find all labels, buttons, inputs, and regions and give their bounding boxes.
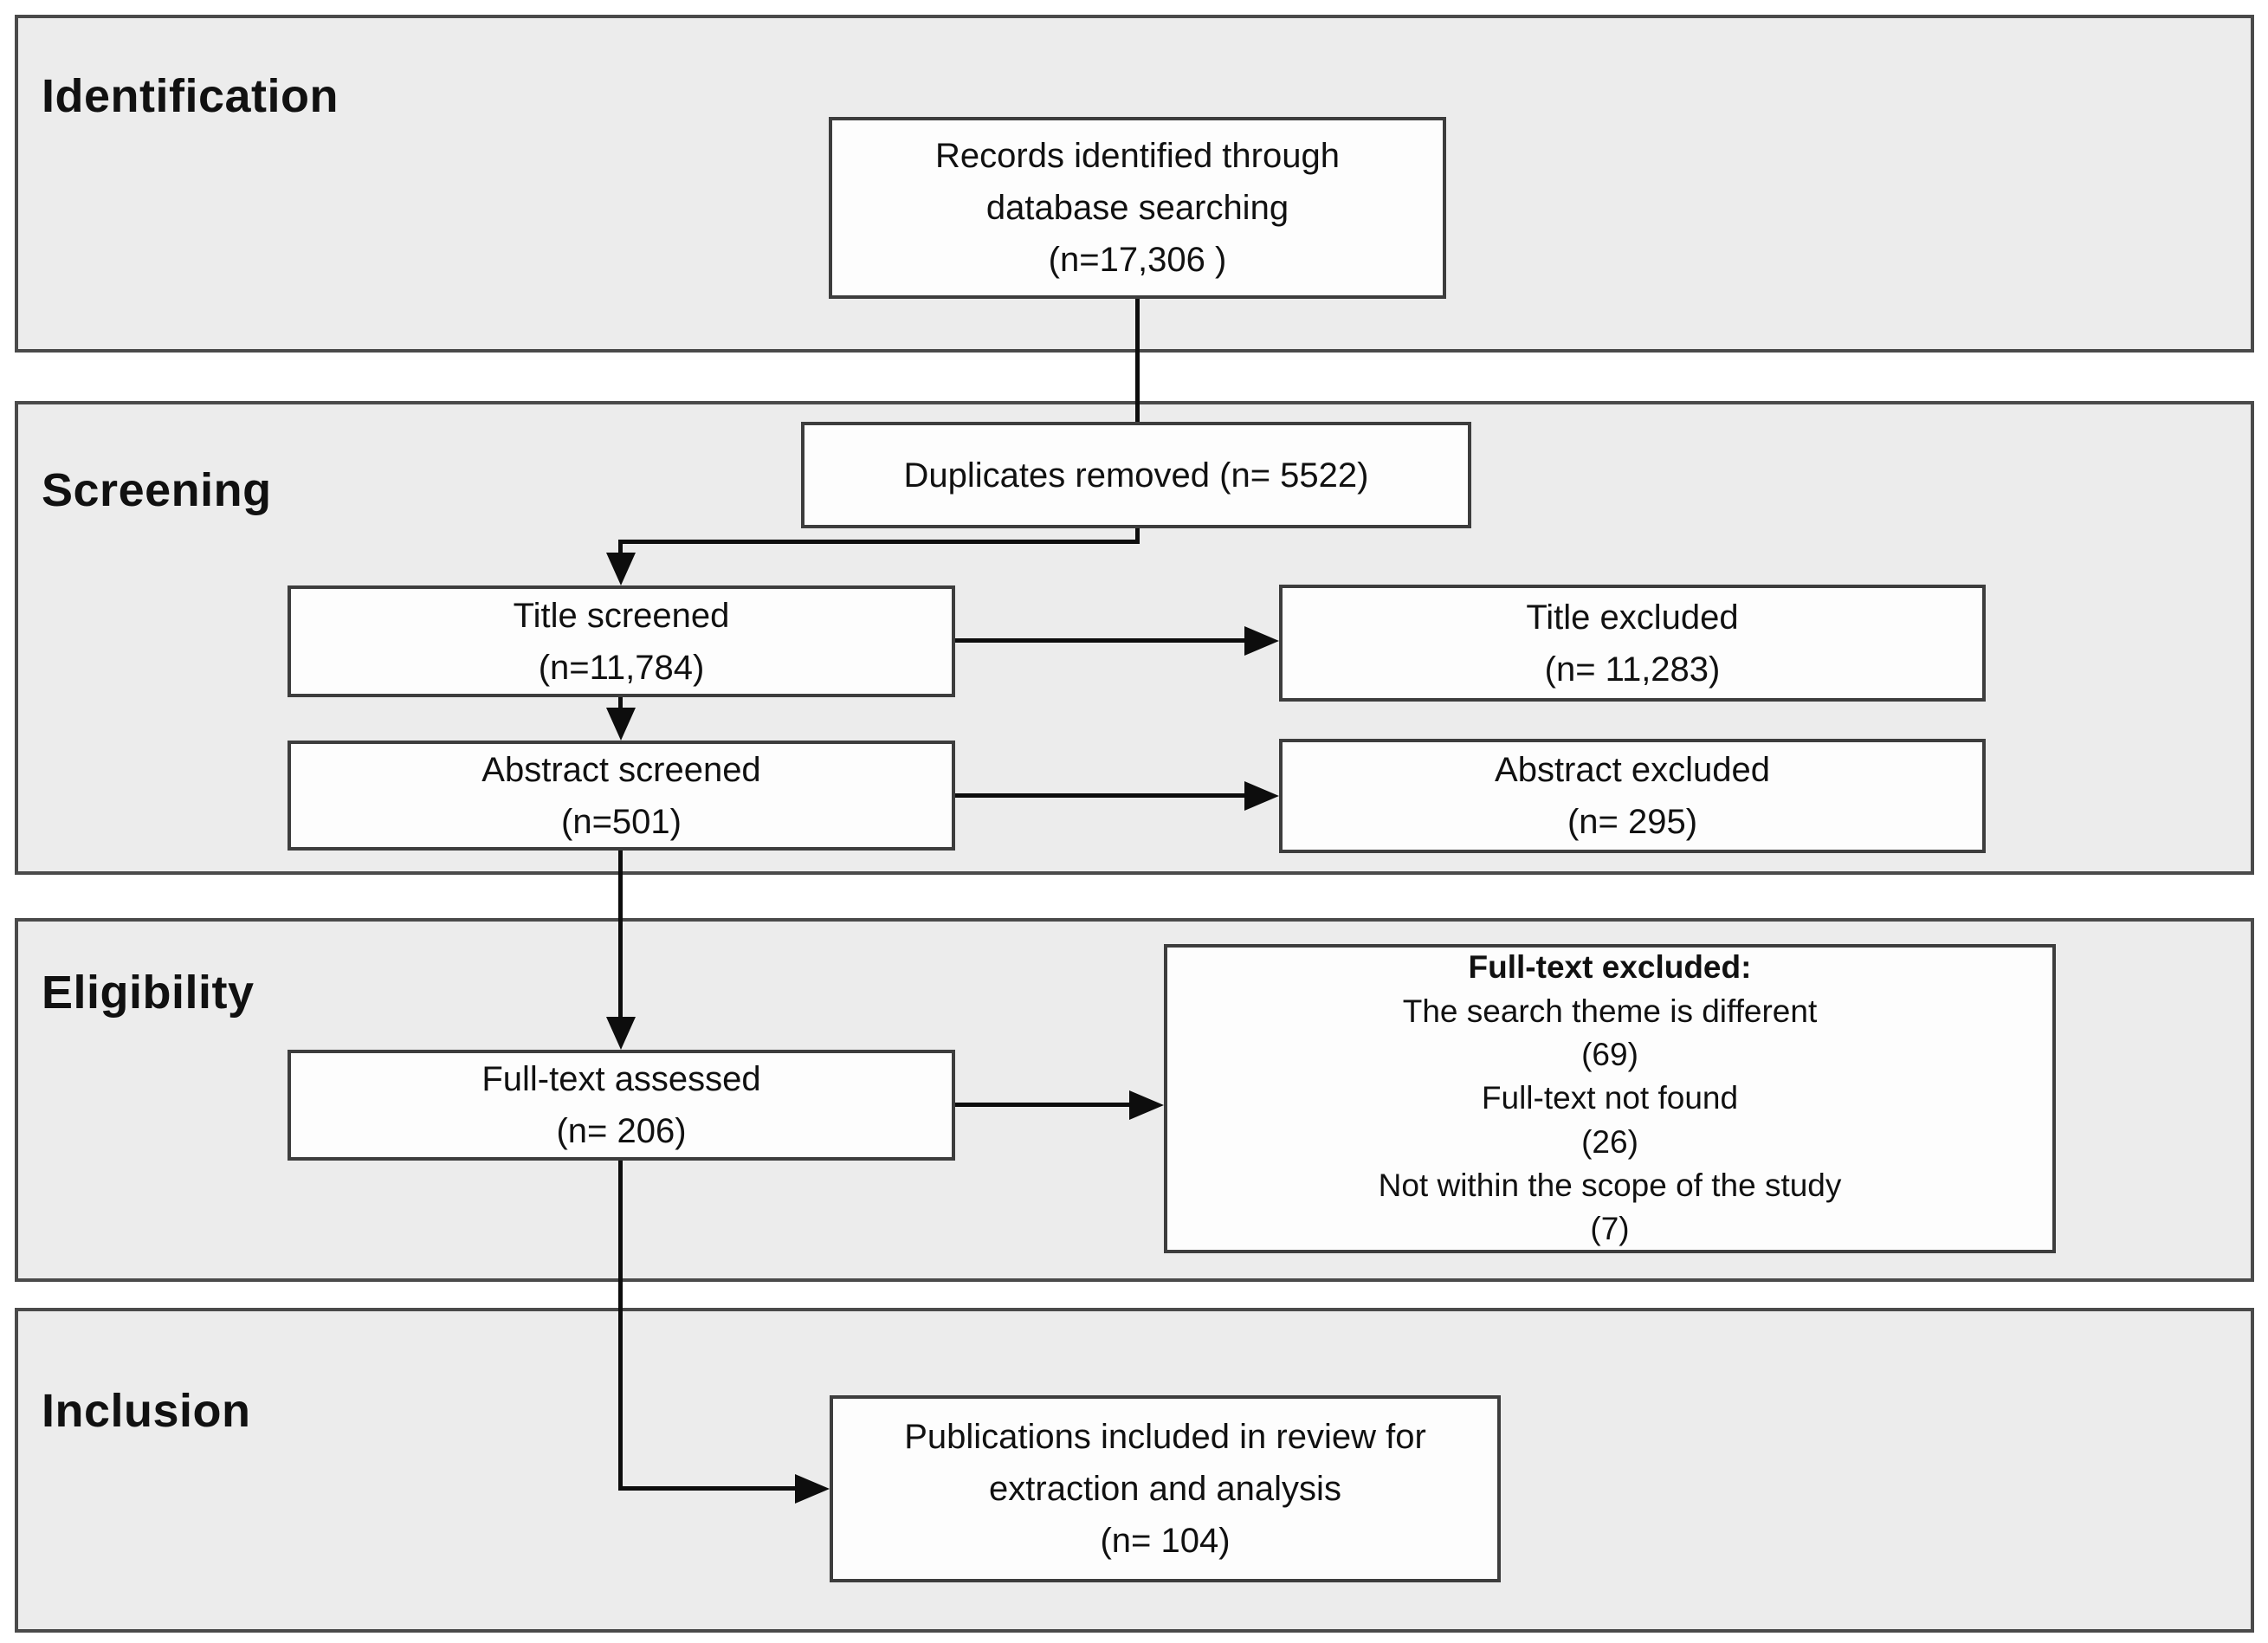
arrowhead-abstract-screened (606, 708, 636, 741)
publications-included-box: Publications included in review for extr… (830, 1395, 1501, 1582)
eligibility-phase-label: Eligibility (42, 967, 255, 1019)
connector-elbow-to-publications (618, 1486, 795, 1491)
fulltext-excluded-reason-count: (7) (1590, 1211, 1630, 1247)
fulltext-excluded-box: Full-text excluded: The search theme is … (1164, 944, 2056, 1253)
fulltext-excluded-reason-count: (69) (1581, 1037, 1638, 1073)
publications-included-text: extraction and analysis (989, 1470, 1341, 1508)
title-screened-count: (n=11,784) (538, 648, 705, 687)
arrowhead-abstract-excluded (1244, 781, 1279, 811)
records-identified-text: database searching (985, 189, 1289, 227)
arrowhead-title-excluded (1244, 626, 1279, 656)
connector-records-to-duplicates (1135, 299, 1140, 422)
connector-fulltext-to-excluded (955, 1103, 1129, 1107)
connector-into-title-screened (618, 540, 623, 556)
connector-elbow-duplicates-to-title (618, 540, 1140, 544)
abstract-excluded-box: Abstract excluded (n= 295) (1279, 739, 1986, 853)
arrowhead-publications (795, 1474, 830, 1504)
abstract-screened-count: (n=501) (561, 802, 682, 841)
arrowhead-fulltext-assessed (606, 1017, 636, 1050)
title-screened-text: Title screened (513, 596, 730, 635)
connector-abstract-to-fulltext (618, 851, 623, 1020)
fulltext-excluded-reason: The search theme is different (1402, 993, 1818, 1029)
duplicates-removed-box: Duplicates removed (n= 5522) (801, 422, 1471, 528)
abstract-excluded-count: (n= 295) (1567, 803, 1698, 841)
connector-title-to-excluded (955, 638, 1244, 643)
connector-abstract-to-excluded (955, 793, 1244, 798)
publications-included-text: Publications included in review for (904, 1418, 1426, 1456)
records-identified-box: Records identified through database sear… (829, 117, 1446, 299)
arrowhead-fulltext-excluded (1129, 1090, 1164, 1120)
connector-title-to-abstract (618, 697, 623, 711)
abstract-screened-text: Abstract screened (481, 750, 761, 789)
connector-duplicates-exit (1135, 527, 1140, 544)
fulltext-excluded-heading: Full-text excluded: (1468, 949, 1752, 986)
identification-phase-label: Identification (42, 70, 339, 122)
title-excluded-text: Title excluded (1526, 598, 1739, 637)
arrowhead-title-screened (606, 553, 636, 585)
title-excluded-box: Title excluded (n= 11,283) (1279, 585, 1986, 702)
fulltext-excluded-reason-count: (26) (1581, 1123, 1638, 1160)
records-identified-text: Records identified through (935, 137, 1340, 175)
fulltext-assessed-box: Full-text assessed (n= 206) (288, 1050, 955, 1161)
records-identified-count: (n=17,306 ) (1048, 241, 1227, 279)
connector-fulltext-to-publications (618, 1161, 623, 1491)
abstract-screened-box: Abstract screened (n=501) (288, 741, 955, 851)
abstract-excluded-text: Abstract excluded (1495, 751, 1770, 789)
publications-included-count: (n= 104) (1100, 1522, 1231, 1560)
duplicates-removed-text: Duplicates removed (n= 5522) (903, 456, 1369, 495)
fulltext-assessed-count: (n= 206) (556, 1112, 687, 1150)
fulltext-assessed-text: Full-text assessed (481, 1060, 761, 1098)
title-excluded-count: (n= 11,283) (1544, 650, 1721, 689)
screening-phase-label: Screening (42, 464, 272, 516)
fulltext-excluded-reason: Full-text not found (1481, 1080, 1739, 1116)
title-screened-box: Title screened (n=11,784) (288, 585, 955, 697)
fulltext-excluded-reason: Not within the scope of the study (1378, 1167, 1842, 1203)
inclusion-phase-label: Inclusion (42, 1385, 251, 1437)
